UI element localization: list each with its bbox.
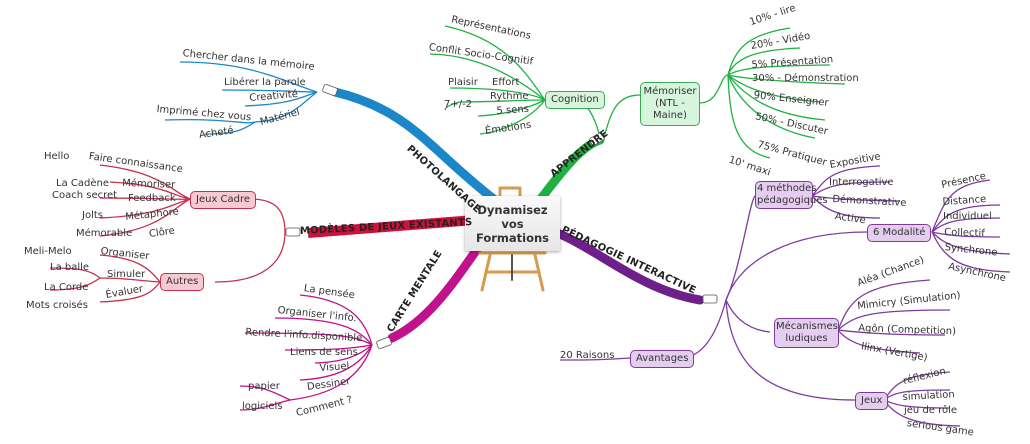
branch-line-pedagogie <box>550 227 705 305</box>
topic-memorable[interactable]: Mémorable <box>76 228 133 239</box>
topic-jeu-de-role[interactable]: jeu de rôle <box>904 405 958 416</box>
topic-plaisir[interactable]: Plaisir <box>448 77 478 88</box>
branch-line-modeles <box>307 215 476 238</box>
methodes-line2: pédagogiques <box>757 195 828 206</box>
topic-hello[interactable]: Hello <box>44 151 70 162</box>
topic-meli-melo[interactable]: Meli-Melo <box>24 246 72 257</box>
node-6-modalite[interactable]: 6 Modalité <box>867 224 932 242</box>
node-autres[interactable]: Autres <box>160 273 205 291</box>
memoriser-line1: Mémoriser <box>643 86 697 97</box>
node-avantages[interactable]: Avantages <box>630 350 695 368</box>
topic-interrogative[interactable]: Interrogative <box>829 177 894 188</box>
topic-20-raisons[interactable]: 20 Raisons <box>560 350 615 361</box>
pointing-hand-icon <box>322 84 338 96</box>
branch-line-photolangage <box>330 87 500 205</box>
topic-rythme[interactable]: Rythme <box>490 91 529 102</box>
topic-liens-de-sens[interactable]: Liens de sens <box>290 347 358 358</box>
topic-individuel[interactable]: Individuel <box>943 211 992 222</box>
node-jeux-cadre[interactable]: Jeux Cadre <box>190 191 257 209</box>
topic-coach-secret[interactable]: Coach secret <box>52 190 118 201</box>
topic-la-balle[interactable]: La balle <box>50 262 90 273</box>
topic-feedback[interactable]: Feedback <box>128 193 176 204</box>
node-4-methodes[interactable]: 4 méthodes pédagogiques <box>755 181 828 209</box>
node-memoriser[interactable]: Mémoriser (NTL - Maine) <box>640 82 700 126</box>
topic-memoriser-jeux[interactable]: Mémoriser <box>122 178 176 191</box>
pointing-hand-icon <box>285 227 301 237</box>
topic-logiciels[interactable]: logiciels <box>242 401 283 412</box>
node-jeux[interactable]: Jeux <box>855 392 889 410</box>
topic-7plusminus2[interactable]: 7+/-2 <box>444 99 473 110</box>
central-title-line1: Dynamisez vos <box>477 202 548 231</box>
memoriser-line2: (NTL - <box>655 98 685 109</box>
central-title-line2: Formations <box>475 230 550 245</box>
easel-icon <box>478 186 547 292</box>
node-cognition[interactable]: Cognition <box>545 91 605 109</box>
memoriser-line3: Maine) <box>653 110 687 121</box>
topic-liberer[interactable]: Libérer la parole <box>224 77 306 88</box>
topic-la-cadene[interactable]: La Cadène <box>56 178 109 189</box>
topic-collectif[interactable]: Collectif <box>944 227 985 240</box>
topic-30-demonstration[interactable]: 30% - Démonstration <box>752 73 859 84</box>
topic-effort[interactable]: Effort <box>492 77 520 88</box>
pointing-hand-icon <box>589 132 605 146</box>
mecanismes-line2: ludiques <box>785 333 828 344</box>
topic-simuler[interactable]: Simuler <box>107 269 146 280</box>
topic-mots-croises[interactable]: Mots croisés <box>26 300 88 311</box>
topic-visuel[interactable]: Visuel <box>319 360 350 375</box>
carte-sub-lines <box>239 294 373 411</box>
node-mecanismes[interactable]: Mécanismes ludiques <box>774 318 839 348</box>
branch-line-carte <box>387 240 485 343</box>
topic-5sens[interactable]: 5 sens <box>496 103 530 118</box>
topic-papier[interactable]: papier <box>248 381 280 392</box>
topic-jolts[interactable]: Jolts <box>82 210 103 221</box>
modeles-sub-lines <box>49 164 286 303</box>
topic-la-corde[interactable]: La Corde <box>44 282 89 293</box>
methodes-line1: 4 méthodes <box>757 183 817 194</box>
photolangage-sub-lines <box>164 61 318 135</box>
pointing-hand-icon <box>702 294 718 304</box>
pointing-hand-icon <box>376 337 392 349</box>
mecanismes-line1: Mécanismes <box>776 321 838 332</box>
